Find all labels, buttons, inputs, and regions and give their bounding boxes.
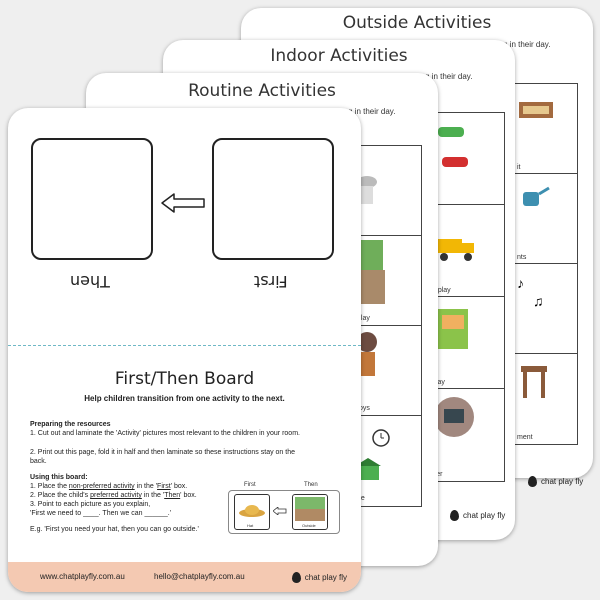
logo-drop-icon [291, 572, 301, 583]
example-text: E.g. 'First you need your hat, then you … [30, 526, 199, 533]
mini-arrow-icon [273, 507, 287, 515]
indoor-card-logo: chat play fly [450, 510, 505, 521]
first-box[interactable] [212, 138, 334, 260]
card-title: Outside Activities [342, 13, 492, 33]
computer-icon [434, 397, 474, 437]
activity-label: it [517, 164, 521, 171]
mini-then-card: Outside [292, 494, 328, 530]
activity-cell [425, 112, 505, 206]
prep-step-2: 2. Print out this page, fold it in half … [30, 449, 295, 456]
house-icon [355, 458, 381, 480]
toilet-icon [357, 176, 377, 204]
dump-truck-icon [436, 239, 474, 261]
logo-drop-icon [528, 476, 537, 487]
use-step-1: 1. Place the non-preferred activity in t… [30, 483, 188, 490]
toy-cars-icon [438, 127, 468, 167]
activity-label: play [432, 379, 445, 386]
first-then-board-card: Then First First/Then Board Help childre… [8, 108, 361, 592]
play-equipment-icon [521, 366, 547, 398]
clock-icon [372, 429, 390, 447]
card-text: g in their day. [425, 72, 473, 81]
using-title: Using this board: [30, 474, 88, 481]
watering-can-icon [523, 186, 550, 206]
logo-drop-icon [450, 510, 459, 521]
mini-hat-label: Hat [247, 523, 254, 528]
then-box[interactable] [31, 138, 153, 260]
footer-website[interactable]: www.chatplayfly.com.au [40, 572, 125, 581]
music-notes-icon: ♪♫ [517, 275, 544, 309]
fold-line [8, 345, 361, 346]
card-title: Indoor Activities [270, 46, 408, 66]
logo-text: chat play fly [541, 477, 584, 486]
activity-label: nts [517, 254, 527, 261]
use-step-3: 3. Point to each picture as you explain, [30, 501, 151, 508]
activity-cell: play [425, 296, 505, 390]
outside-icon [295, 497, 325, 521]
mini-outside-label: Outside [302, 523, 316, 528]
activity-label: ment [517, 434, 533, 441]
kitchen-play-icon [438, 309, 468, 349]
mini-first-label: First [244, 482, 256, 488]
board-subheading: Help children transition from one activi… [84, 394, 285, 403]
footer-email[interactable]: hello@chatplayfly.com.au [154, 572, 245, 581]
prep-step-2-cont: back. [30, 458, 47, 465]
sandpit-icon [519, 102, 553, 118]
arrow-left-icon [161, 193, 205, 213]
mini-first-card: Hat [234, 494, 270, 530]
outside-card-logo: chat play fly [528, 476, 583, 487]
footer-logo: chat play fly [291, 572, 347, 583]
logo-text: chat play fly [463, 511, 506, 520]
prep-step-1: 1. Cut out and laminate the 'Activity' p… [30, 430, 300, 437]
footer-band [8, 562, 361, 592]
then-label: Then [70, 272, 110, 291]
card-title: Routine Activities [188, 81, 336, 101]
activity-label: play [357, 315, 370, 322]
child-toys-icon [357, 332, 377, 376]
use-step-4: 'First we need to ____. Then we can ____… [30, 510, 172, 517]
hat-icon [239, 505, 265, 517]
logo-text: chat play fly [304, 573, 347, 582]
use-step-2: 2. Place the child's preferred activity … [30, 492, 197, 499]
card-text: g in their day. [348, 107, 396, 116]
card-text: g in their day. [503, 40, 551, 49]
svg-text:♪: ♪ [517, 275, 524, 291]
mini-then-label: Then [304, 482, 318, 488]
preparing-title: Preparing the resources [30, 421, 111, 428]
activity-label: n play [432, 287, 451, 294]
first-label: First [254, 272, 288, 291]
svg-text:♫: ♫ [533, 293, 544, 309]
board-heading: First/Then Board [114, 369, 255, 389]
activity-label: toys [357, 405, 370, 412]
